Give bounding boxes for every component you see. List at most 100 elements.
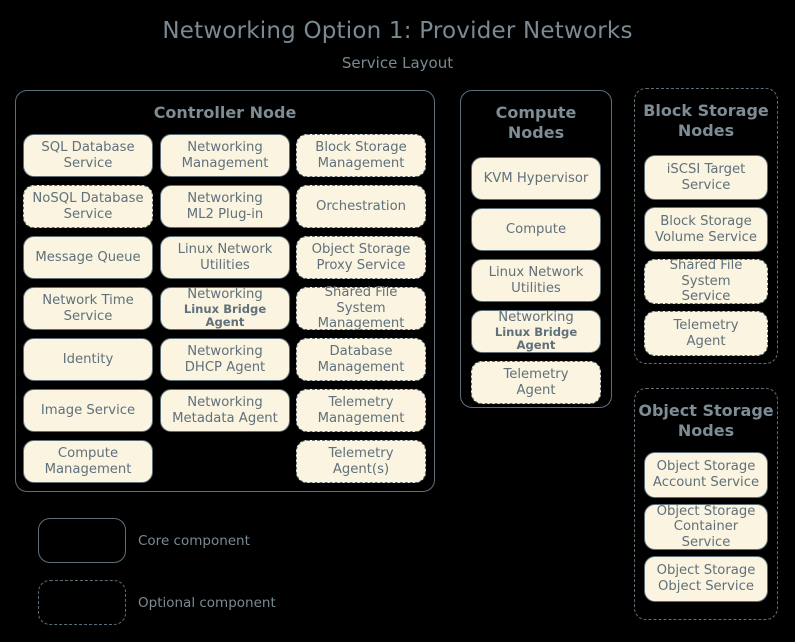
component-label-line-1: Shared File System bbox=[669, 258, 743, 289]
component-label-line-2: Metadata Agent bbox=[172, 410, 278, 426]
component-label-line-2: Service bbox=[63, 155, 113, 171]
component-label-line-2: Linux Bridge Agent bbox=[494, 324, 578, 353]
legend-swatch-core bbox=[38, 518, 126, 563]
component-label-line-2: Agent bbox=[516, 382, 556, 398]
component-label: Image Service bbox=[41, 403, 135, 419]
component-label-line-1: Object Storage bbox=[656, 503, 756, 519]
component-box[interactable]: Orchestration bbox=[296, 185, 426, 228]
component-label-line-2: Proxy Service bbox=[316, 257, 406, 273]
component-label-line-2: Management bbox=[317, 410, 405, 426]
component-label-line-1: Networking bbox=[187, 394, 263, 410]
group-title-controller-node: Controller Node bbox=[153, 103, 297, 122]
component-label-line-2: Management bbox=[317, 359, 405, 375]
component-label-line-1: Object Storage bbox=[311, 241, 411, 257]
component-label-line-2: Linux Bridge Agent bbox=[183, 301, 267, 330]
component-box[interactable]: KVM Hypervisor bbox=[471, 157, 601, 200]
component-label-line-1: Orchestration bbox=[315, 198, 407, 214]
component-label-line-2: Service bbox=[63, 206, 113, 222]
group-title-line-1: Object Storage bbox=[638, 401, 774, 420]
component-label-line-2: Service bbox=[681, 289, 731, 305]
component-label-line-1: Telemetry bbox=[328, 445, 394, 461]
component-box[interactable]: Image Service bbox=[23, 389, 153, 432]
component-label-line-2: Agent bbox=[686, 333, 726, 349]
component-label-line-2: Object Service bbox=[658, 579, 754, 594]
component-label-line-1: Object Storage bbox=[656, 459, 756, 475]
component-label-line-1: Linux Network bbox=[488, 264, 584, 280]
component-label-line-2: Utilities bbox=[511, 280, 561, 296]
legend-label-core: Core component bbox=[138, 533, 250, 549]
group-title-line-2: Nodes bbox=[507, 123, 565, 142]
component-label-line-2: Management bbox=[44, 461, 132, 477]
group-title-line-2: Nodes bbox=[677, 121, 735, 140]
page-title: Networking Option 1: Provider Networks bbox=[162, 18, 633, 44]
group-title-line-2: Nodes bbox=[677, 421, 735, 440]
component-label-line-1: Networking bbox=[498, 310, 574, 326]
component-label-line-1: Image Service bbox=[40, 402, 136, 418]
component-label: Orchestration bbox=[316, 199, 406, 215]
title-block: Networking Option 1: Provider Networks S… bbox=[0, 18, 795, 72]
component-label-line-1: Networking bbox=[187, 139, 263, 155]
component-label-line-1: Identity bbox=[62, 351, 114, 367]
component-label-line-2: Agent(s) bbox=[332, 461, 390, 477]
component-label-line-1: Block Storage bbox=[660, 213, 752, 229]
component-label: KVM Hypervisor bbox=[484, 171, 589, 187]
legend-label-optional: Optional component bbox=[138, 595, 276, 611]
component-label-line-2: Service bbox=[681, 177, 731, 193]
component-label-line-1: Telemetry bbox=[673, 317, 739, 333]
component-label-line-1: Networking bbox=[187, 190, 263, 206]
component-label-line-2: Account Service bbox=[652, 475, 760, 490]
component-label-line-1: Linux Network bbox=[177, 241, 273, 257]
component-box[interactable]: Identity bbox=[23, 338, 153, 381]
component-label-line-1: Object Storage bbox=[656, 563, 756, 579]
component-label-line-1: NoSQL Database bbox=[32, 190, 144, 206]
group-title-line-1: Compute bbox=[495, 103, 577, 122]
component-box[interactable]: Message Queue bbox=[23, 236, 153, 279]
component-label-line-2: Management bbox=[181, 155, 269, 171]
component-label-line-1: Networking bbox=[187, 343, 263, 359]
component-label-line-1: iSCSI Target bbox=[666, 161, 746, 177]
component-box[interactable]: Compute bbox=[471, 208, 601, 251]
